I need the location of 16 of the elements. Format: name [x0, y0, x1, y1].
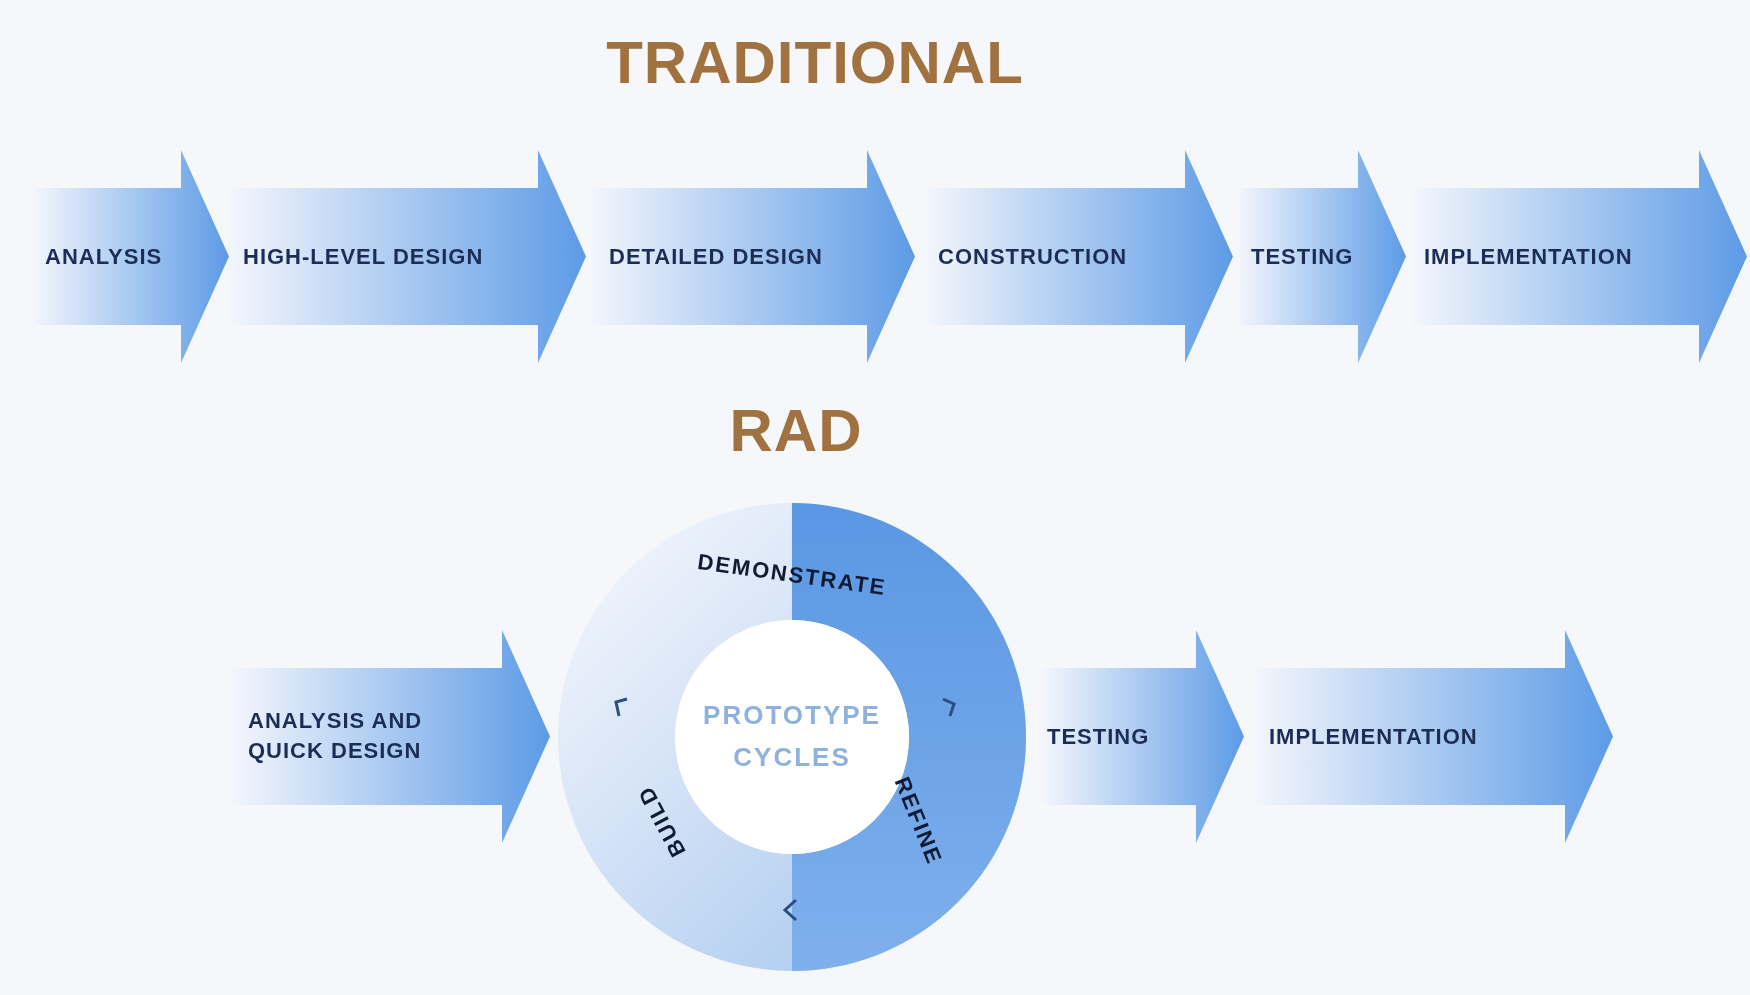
arrow-shape [1239, 150, 1406, 363]
section-heading: TRADITIONAL [606, 28, 1024, 97]
cycle-center-label: PROTOTYPE CYCLES [702, 699, 882, 774]
step-label: TESTING [1251, 242, 1355, 271]
step-label: TESTING [1047, 722, 1151, 751]
prototype-cycle-ring [558, 503, 1026, 971]
section-heading: RAD [729, 396, 863, 465]
arrow-shape [1043, 630, 1244, 843]
step-label: IMPLEMENTATION [1424, 242, 1634, 271]
step-label: ANALYSIS [45, 242, 164, 271]
step-label: CONSTRUCTION [938, 242, 1129, 271]
step-label: DETAILED DESIGN [609, 242, 824, 271]
arrow-shape [33, 150, 229, 363]
step-label: ANALYSIS AND QUICK DESIGN [248, 706, 424, 766]
step-label: HIGH-LEVEL DESIGN [243, 242, 485, 271]
step-label: IMPLEMENTATION [1269, 722, 1479, 751]
